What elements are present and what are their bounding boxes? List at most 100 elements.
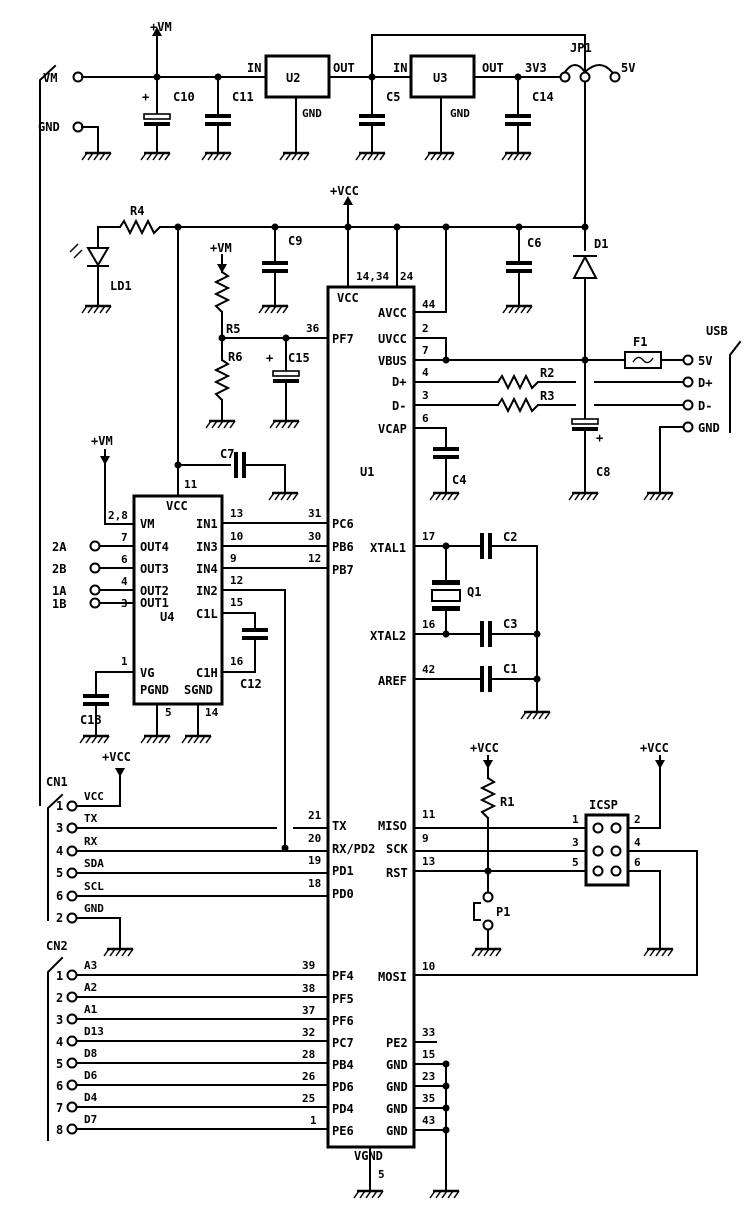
svg-text:PF6: PF6 [332, 1014, 354, 1028]
cn1-connector: CN1 1 VCC +VCC 3 TX 4 RX 5 SDA [46, 750, 329, 958]
r3-label: R3 [540, 389, 554, 403]
c8-label: C8 [596, 465, 610, 479]
svg-text:23: 23 [422, 1070, 435, 1083]
c11-label: C11 [232, 90, 254, 104]
svg-text:11: 11 [184, 478, 198, 491]
svg-text:21: 21 [308, 809, 322, 822]
svg-text:5: 5 [572, 856, 579, 869]
c8-capacitor [571, 418, 599, 432]
svg-text:AVCC: AVCC [378, 306, 407, 320]
cn1-row: 1 VCC +VCC [56, 750, 131, 813]
svg-text:1: 1 [56, 969, 63, 983]
cn2-row: 6 D6 [56, 1069, 329, 1093]
svg-text:D-: D- [392, 399, 406, 413]
svg-text:OUT3: OUT3 [140, 562, 169, 576]
vm-net-r5: +VM [210, 241, 232, 255]
svg-text:D4: D4 [84, 1091, 98, 1104]
icsp-header [584, 813, 630, 887]
vcc-rail-section: +VCC R4 LD1 C9 C6 D1 [69, 184, 608, 469]
svg-text:XTAL2: XTAL2 [370, 629, 406, 643]
svg-text:PB6: PB6 [332, 540, 354, 554]
cn2-connector: CN2 1 A3 2 A2 3 A1 4 D13 5 [46, 939, 329, 1141]
svg-text:7: 7 [422, 344, 429, 357]
svg-text:15: 15 [422, 1048, 435, 1061]
svg-text:6: 6 [422, 412, 429, 425]
u1-microcontroller: U1 VCC 14,34 24 36 PF7 AVCC 44 UVCC 2 VB… [302, 270, 461, 1200]
svg-text:5V: 5V [698, 354, 712, 368]
svg-text:+: + [266, 351, 273, 365]
c10-capacitor [143, 113, 171, 127]
svg-text:C1H: C1H [196, 666, 218, 680]
svg-text:5: 5 [56, 1057, 63, 1071]
svg-text:6: 6 [634, 856, 641, 869]
svg-text:+: + [142, 90, 149, 104]
svg-text:VM: VM [140, 517, 154, 531]
svg-text:9: 9 [230, 552, 237, 565]
svg-text:16: 16 [230, 655, 244, 668]
vm-net-u4: +VM [91, 434, 113, 448]
svg-text:8: 8 [56, 1123, 63, 1137]
svg-text:4: 4 [422, 366, 429, 379]
ld1-label: LD1 [110, 279, 132, 293]
svg-text:1: 1 [121, 655, 128, 668]
svg-text:D7: D7 [84, 1113, 97, 1126]
r6-resistor [215, 359, 229, 401]
svg-text:38: 38 [302, 982, 315, 995]
svg-text:42: 42 [422, 663, 435, 676]
svg-text:1: 1 [572, 813, 579, 826]
d1-label: D1 [594, 237, 608, 251]
svg-text:3: 3 [56, 821, 63, 835]
svg-text:SDA: SDA [84, 857, 104, 870]
cn2-row: 1 A3 [56, 959, 329, 983]
c9-label: C9 [288, 234, 302, 248]
svg-text:OUT: OUT [333, 61, 355, 75]
cn2-row: 2 A2 [56, 981, 329, 1005]
svg-text:9: 9 [422, 832, 429, 845]
svg-text:GND: GND [386, 1058, 408, 1072]
svg-text:D8: D8 [84, 1047, 97, 1060]
c12-capacitor [242, 628, 268, 640]
svg-text:GND: GND [698, 421, 720, 435]
c13-capacitor [83, 694, 109, 706]
jp1-label: JP1 [570, 41, 592, 55]
svg-text:PD1: PD1 [332, 864, 354, 878]
svg-text:31: 31 [308, 507, 322, 520]
svg-text:44: 44 [422, 298, 436, 311]
c6-label: C6 [527, 236, 541, 250]
svg-text:D13: D13 [84, 1025, 104, 1038]
r5-resistor [215, 271, 229, 313]
r4-label: R4 [130, 204, 144, 218]
r2-label: R2 [540, 366, 554, 380]
svg-text:C1L: C1L [196, 607, 218, 621]
svg-text:5: 5 [165, 706, 172, 719]
u2-label: U2 [286, 71, 300, 85]
svg-text:18: 18 [308, 877, 321, 890]
svg-text:16: 16 [422, 618, 436, 631]
svg-text:PB7: PB7 [332, 563, 354, 577]
svg-text:12: 12 [230, 574, 243, 587]
c2-label: C2 [503, 530, 517, 544]
svg-text:VCC: VCC [166, 499, 188, 513]
svg-text:4: 4 [121, 575, 128, 588]
svg-text:39: 39 [302, 959, 315, 972]
svg-text:RX: RX [84, 835, 98, 848]
svg-text:IN1: IN1 [196, 517, 218, 531]
svg-text:IN: IN [247, 61, 261, 75]
r3-resistor [497, 398, 539, 412]
svg-text:PD6: PD6 [332, 1080, 354, 1094]
svg-text:GND: GND [386, 1124, 408, 1138]
r1-label: R1 [500, 795, 514, 809]
svg-text:PC6: PC6 [332, 517, 354, 531]
svg-text:VCC: VCC [84, 790, 104, 803]
svg-text:TX: TX [84, 812, 98, 825]
cn1-row: 6 SCL [56, 880, 329, 903]
r5-label: R5 [226, 322, 240, 336]
svg-text:GND: GND [386, 1102, 408, 1116]
c1-capacitor [480, 666, 492, 692]
svg-text:15: 15 [230, 596, 243, 609]
svg-text:VBUS: VBUS [378, 354, 407, 368]
svg-text:GND: GND [386, 1080, 408, 1094]
svg-text:OUT2: OUT2 [140, 584, 169, 598]
cn2-row: 4 D13 [56, 1025, 329, 1049]
svg-text:2,8: 2,8 [108, 509, 128, 522]
